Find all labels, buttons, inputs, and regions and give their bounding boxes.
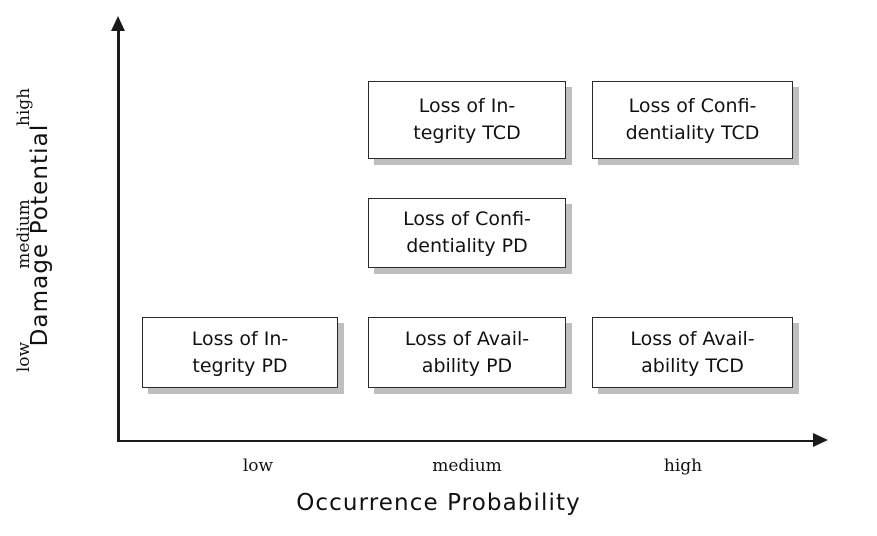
risk-box-label: Loss of Avail- ability TCD — [630, 327, 755, 377]
x-axis-title: Occurrence Probability — [296, 490, 581, 516]
x-axis-arrow-icon — [813, 433, 828, 447]
risk-box-loss-of-confidentiality-pd: Loss of Confi- dentiality PD — [368, 198, 566, 268]
x-axis-tick-low: low — [242, 456, 274, 476]
y-axis-arrow-icon — [111, 16, 125, 31]
risk-box-label: Loss of In- tegrity PD — [191, 327, 289, 377]
x-axis-line — [117, 439, 817, 442]
risk-box-loss-of-availability-pd: Loss of Avail- ability PD — [368, 317, 566, 388]
y-axis-tick-low: low — [14, 341, 34, 373]
x-axis-tick-medium: medium — [432, 456, 502, 476]
risk-box-loss-of-availability-tcd: Loss of Avail- ability TCD — [592, 317, 793, 388]
y-axis-line — [117, 26, 120, 442]
risk-box-loss-of-integrity-tcd: Loss of In- tegrity TCD — [368, 81, 566, 159]
risk-box-label: Loss of Avail- ability PD — [404, 327, 530, 377]
risk-box-loss-of-integrity-pd: Loss of In- tegrity PD — [142, 317, 338, 388]
risk-box-label: Loss of Confi- dentiality PD — [403, 208, 531, 257]
y-axis-tick-high: high — [14, 87, 34, 127]
risk-box-loss-of-confidentiality-tcd: Loss of Confi- dentiality TCD — [592, 81, 793, 159]
y-axis-tick-medium: medium — [14, 199, 34, 269]
x-axis-tick-high: high — [663, 456, 703, 476]
risk-box-label: Loss of Confi- dentiality TCD — [625, 95, 760, 144]
risk-box-label: Loss of In- tegrity TCD — [413, 95, 521, 144]
